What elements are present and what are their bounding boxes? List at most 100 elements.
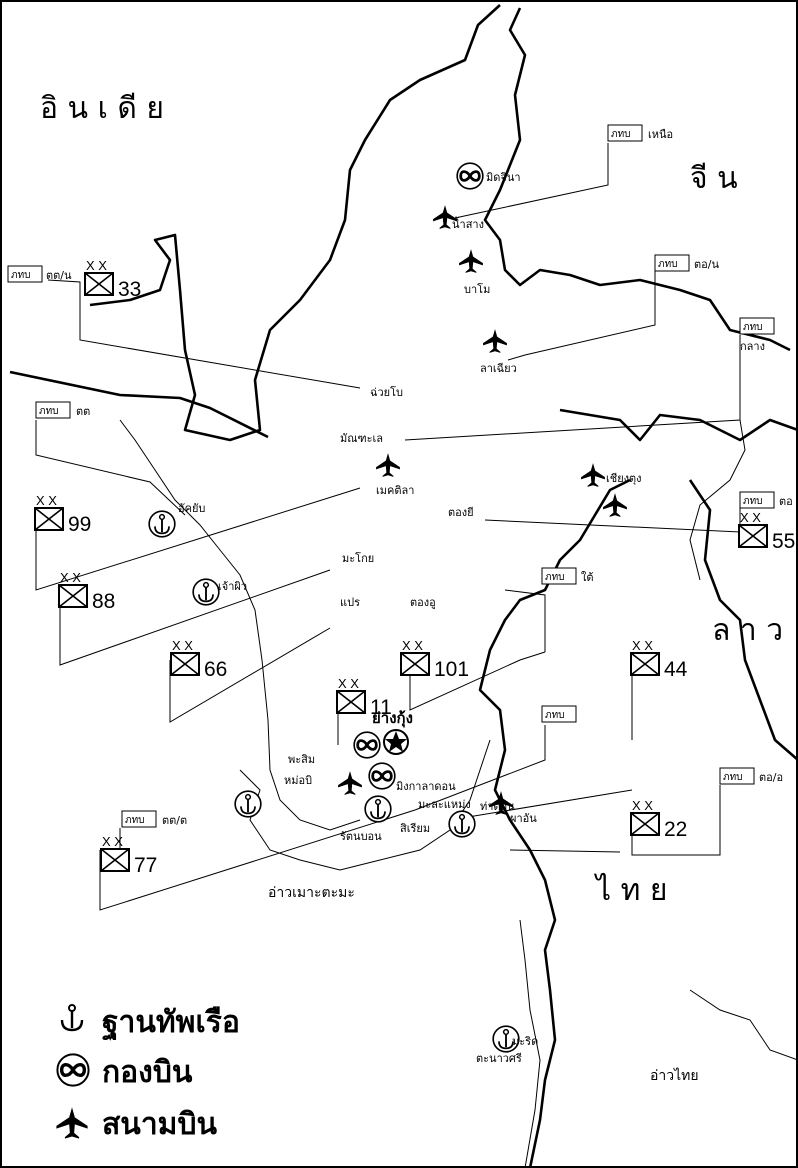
division-44: X X 44 — [630, 638, 688, 681]
country-india: อิ น เ ดี ย — [40, 91, 164, 126]
salween — [689, 419, 746, 581]
plane-icon — [338, 771, 362, 795]
air-wing-icon — [353, 731, 381, 759]
svg-text:ลาเฉียว: ลาเฉียว — [480, 362, 517, 375]
svg-text:น้ำสาง: น้ำสาง — [452, 216, 484, 231]
anchor-icon — [192, 578, 220, 606]
hq-southwest: ภทบ ตต/ต — [121, 810, 187, 828]
coast-rivers — [119, 419, 798, 1168]
svg-text:ภทบ: ภทบ — [743, 322, 763, 333]
svg-text:มะริด: มะริด — [512, 1035, 538, 1048]
air-wing-icon — [56, 1053, 90, 1087]
air-wing-icon — [368, 762, 396, 790]
legend: ฐานทัพเรือ กองบิน สนามบิน — [56, 1004, 240, 1142]
svg-text:รัตนบอน: รัตนบอน — [340, 830, 382, 843]
svg-text:44: 44 — [664, 658, 688, 681]
plane-icon — [483, 329, 507, 353]
svg-text:เชียงตุง: เชียงตุง — [606, 472, 642, 485]
svg-text:พะสิม: พะสิม — [288, 753, 315, 766]
sea-martaban: อ่าวเมาะตะมะ — [268, 885, 355, 901]
svg-text:33: 33 — [118, 278, 141, 301]
svg-text:มิดจินา: มิดจินา — [486, 171, 521, 184]
svg-text:แปร: แปร — [340, 596, 360, 609]
svg-text:ตต/ต: ตต/ต — [162, 814, 187, 827]
svg-text:บาโม: บาโม — [464, 282, 490, 296]
svg-text:101: 101 — [434, 658, 469, 681]
hq-southeast: ภทบ ตอ/อ — [719, 767, 783, 785]
svg-text:X X: X X — [36, 493, 57, 508]
irrawaddy — [119, 419, 361, 831]
svg-text:ภทบ: ภทบ — [611, 129, 631, 140]
svg-text:ตองอู: ตองอู — [410, 596, 436, 609]
svg-text:X X: X X — [740, 510, 761, 525]
division-33: X X 33 — [84, 258, 141, 301]
svg-text:X X: X X — [172, 638, 193, 653]
division-66: X X 66 — [170, 638, 227, 681]
air-wings — [353, 162, 484, 790]
capital-marker: ย่างกุ้ง — [372, 709, 413, 755]
hq-south: ภทบใต้ — [541, 567, 594, 585]
svg-text:22: 22 — [664, 818, 687, 841]
plane-icon — [581, 463, 605, 487]
sea-thai: อ่าวไทย — [650, 1067, 699, 1084]
border-india-burma — [9, 4, 501, 442]
svg-text:ตต/น: ตต/น — [46, 269, 72, 282]
svg-text:X X: X X — [86, 258, 107, 273]
capital-label: ย่างกุ้ง — [372, 709, 413, 728]
svg-text:ภทบ: ภทบ — [125, 815, 145, 826]
plane-icon — [56, 1107, 88, 1139]
legend-airfield-label: สนามบิน — [102, 1107, 217, 1142]
svg-text:88: 88 — [92, 590, 115, 613]
border-laos-burma — [559, 408, 798, 442]
division-11: X X 11 — [336, 676, 392, 719]
svg-text:ภทบ: ภทบ — [723, 772, 743, 783]
svg-text:11: 11 — [370, 696, 392, 719]
division-22: X X22 — [630, 798, 687, 841]
plane-icon — [459, 249, 483, 273]
svg-text:ฉ่วยโบ: ฉ่วยโบ — [370, 385, 403, 399]
svg-text:X X: X X — [60, 570, 81, 585]
hq-northeast: ภทบตอ/น — [654, 254, 719, 272]
hq-east: ภทบตอ — [739, 491, 793, 509]
anchor-icon — [234, 790, 262, 818]
svg-text:สิเรียม: สิเรียม — [400, 822, 430, 835]
svg-text:มะโกย: มะโกย — [342, 551, 374, 565]
naval-bases — [148, 510, 520, 1053]
country-labels: อิ น เ ดี ย จี น ล า ว ไ ท ย — [40, 91, 783, 908]
legend-naval-base: ฐานทัพเรือ — [60, 1004, 240, 1042]
svg-text:99: 99 — [68, 513, 91, 536]
svg-text:66: 66 — [204, 658, 227, 681]
svg-text:ภทบ: ภทบ — [545, 572, 565, 583]
legend-air-wing: กองบิน — [56, 1053, 193, 1090]
country-laos: ล า ว — [712, 613, 783, 648]
border-laos-thai — [688, 479, 798, 761]
svg-text:มิงกาลาดอน: มิงกาลาดอน — [396, 780, 456, 793]
country-china: จี น — [690, 161, 738, 196]
svg-text:เมคติลา: เมคติลา — [376, 484, 414, 497]
svg-text:ภทบ: ภทบ — [545, 710, 565, 721]
svg-text:มะละแหม่ง: มะละแหม่ง — [418, 798, 471, 811]
anchor-icon — [364, 795, 392, 823]
svg-text:ภทบ: ภทบ — [11, 270, 31, 281]
svg-text:เจ้าผิว: เจ้าผิว — [218, 580, 247, 593]
star-icon — [385, 731, 407, 752]
svg-text:X X: X X — [632, 638, 653, 653]
svg-text:55: 55 — [772, 530, 795, 553]
legend-naval-base-label: ฐานทัพเรือ — [102, 1005, 240, 1042]
svg-text:ตอ/อ: ตอ/อ — [759, 771, 783, 784]
border-thai-burma — [478, 478, 631, 1168]
svg-text:ตะนาวศรี: ตะนาวศรี — [476, 1052, 522, 1065]
svg-text:ตอ: ตอ — [779, 495, 793, 508]
anchor-icon — [148, 510, 176, 538]
division-99: X X 99 — [34, 493, 91, 536]
hq-rangoon: ภทบ — [541, 705, 577, 723]
svg-text:X X: X X — [338, 676, 359, 691]
division-55: X X 55 — [738, 510, 795, 553]
hq-boxes: ภทบเหนือ ภทบตต/น ภทบตอ/น ภทบกลาง ภทบตต ภ… — [7, 124, 793, 828]
svg-text:ตต: ตต — [76, 405, 90, 418]
